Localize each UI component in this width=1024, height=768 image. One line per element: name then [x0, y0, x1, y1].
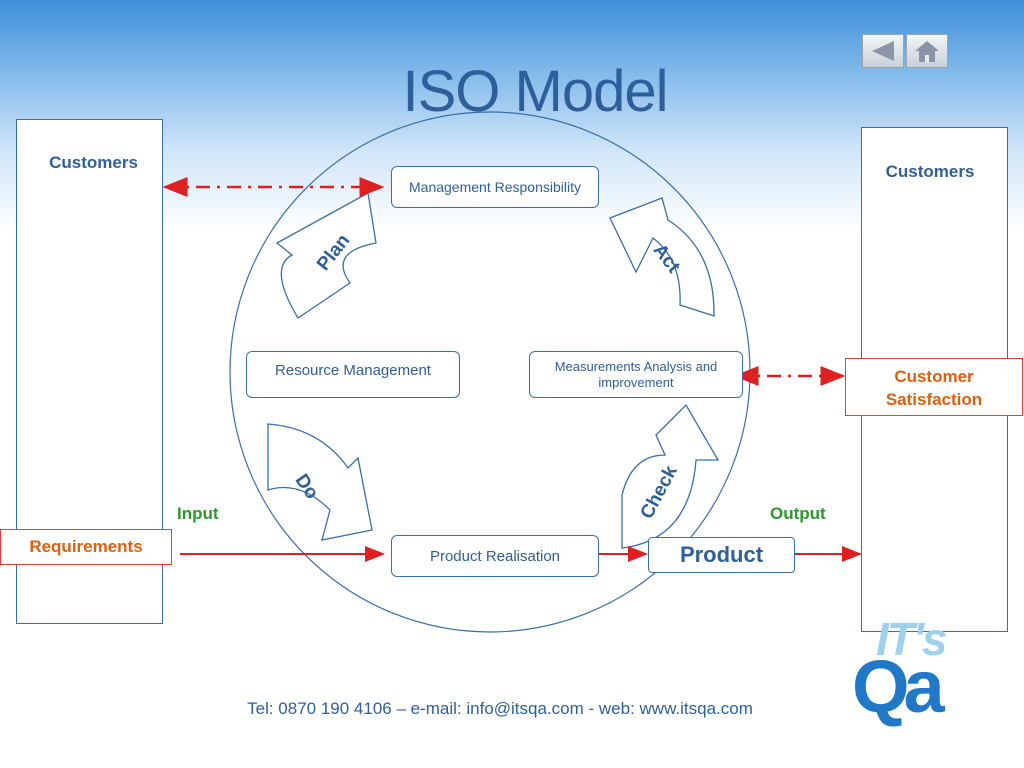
logo-line2: Qa [852, 645, 945, 728]
page-title: ISO Model [402, 59, 669, 124]
requirements-box: Requirements [0, 529, 172, 565]
check-arrow [621, 403, 720, 549]
right-customers-label: Customers [885, 162, 975, 181]
satisfaction-line1: Customer [894, 367, 974, 386]
contact-footer: Tel: 0870 190 4106 – e-mail: info@itsqa.… [247, 699, 753, 718]
home-button[interactable] [906, 34, 948, 68]
act-arrow [609, 197, 715, 317]
measurements-line2: improvement [598, 375, 674, 390]
measurements-node: Measurements Analysis and improvement [529, 351, 743, 398]
product-node: Product [648, 537, 795, 573]
management-responsibility-node: Management Responsibility [391, 166, 599, 208]
nav-bar [862, 34, 948, 68]
logo-line1: IT's [876, 613, 947, 665]
itsqa-logo: IT's Qa [852, 610, 967, 730]
satisfaction-line2: Satisfaction [885, 390, 983, 409]
home-icon [915, 41, 939, 62]
input-label: Input [177, 504, 219, 523]
measurements-line1: Measurements Analysis and [554, 359, 718, 374]
output-label: Output [770, 504, 826, 523]
do-arrow [267, 423, 373, 541]
back-arrow-icon [872, 41, 894, 61]
resource-management-node: Resource Management [246, 351, 460, 398]
plan-arrow [275, 191, 377, 319]
back-button[interactable] [862, 34, 904, 68]
left-customers-label: Customers [49, 153, 138, 172]
customer-satisfaction-box: Customer Satisfaction [845, 358, 1023, 416]
product-realisation-node: Product Realisation [391, 535, 599, 577]
